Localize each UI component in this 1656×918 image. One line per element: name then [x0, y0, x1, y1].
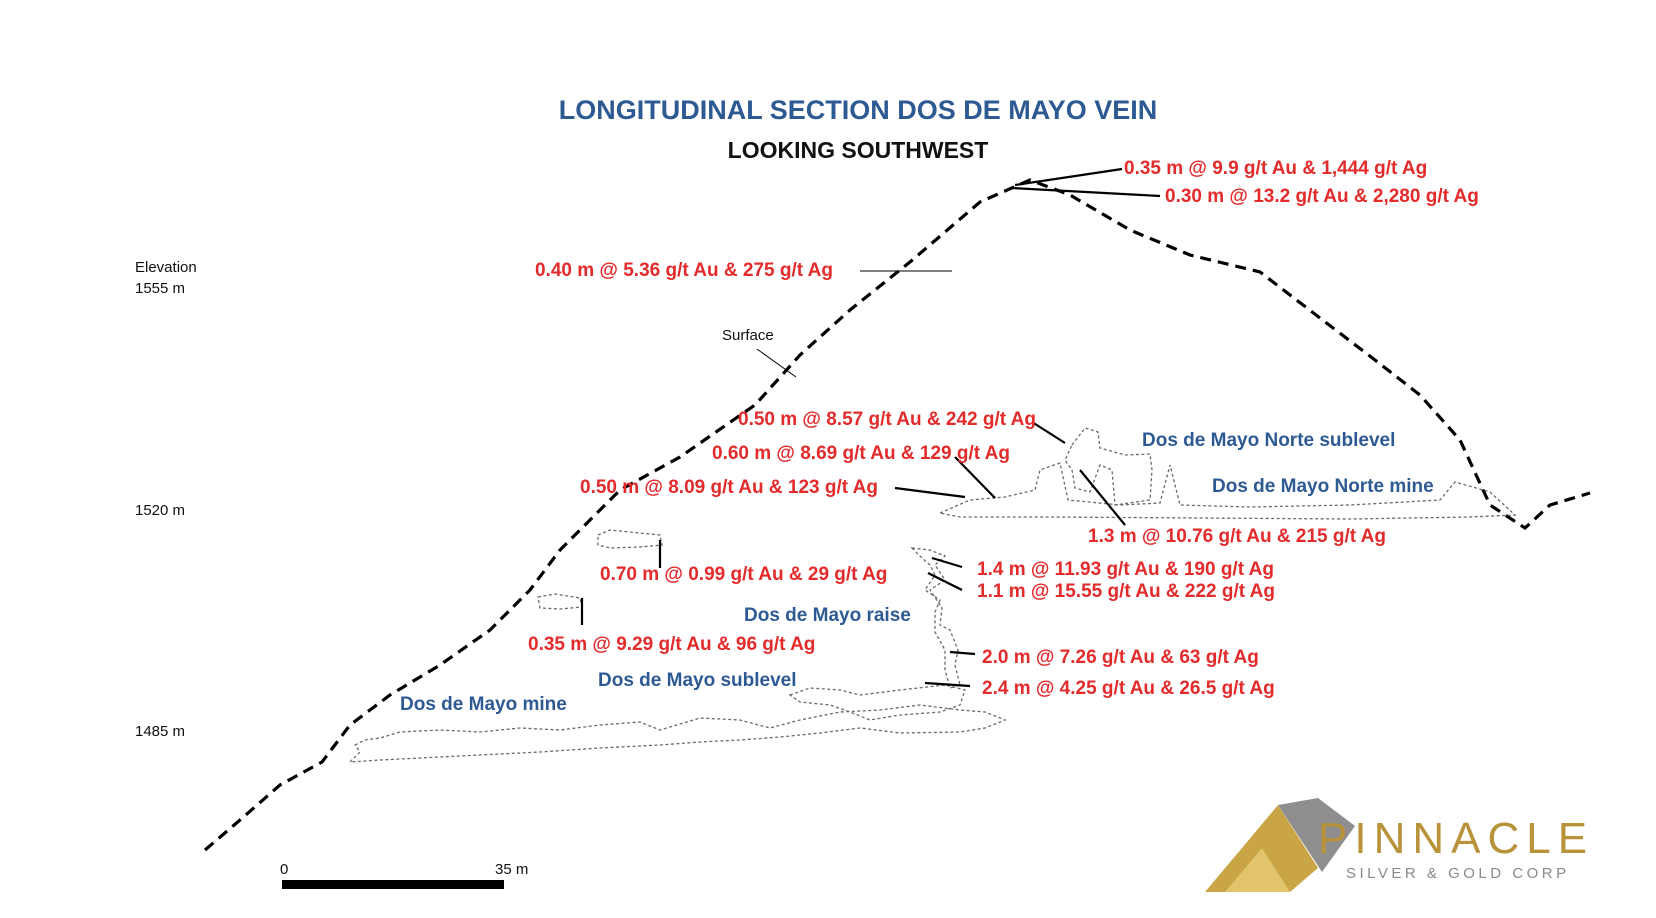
assay-label: 0.35 m @ 9.29 g/t Au & 96 g/t Ag: [528, 634, 815, 655]
diagram-title: LONGITUDINAL SECTION DOS DE MAYO VEIN: [559, 95, 1158, 125]
leader-assay-10: [927, 572, 963, 591]
mine-level-outline: [348, 704, 1007, 763]
sublevel-label: Dos de Mayo sublevel: [598, 670, 797, 691]
assay-leaders: [580, 167, 1161, 688]
norte-mine-outline: [937, 462, 1517, 520]
logo-mountain-highlight: [1225, 848, 1290, 892]
raise-label: Dos de Mayo raise: [744, 605, 911, 626]
raise-outline: [910, 547, 961, 689]
logo-mountain-gold: [1205, 805, 1318, 892]
leader-assay-12: [949, 650, 976, 656]
diagram-subtitle: LOOKING SOUTHWEST: [728, 137, 989, 163]
assay-label: 2.4 m @ 4.25 g/t Au & 26.5 g/t Ag: [982, 678, 1275, 699]
leader-assay-9: [931, 556, 963, 569]
workings-labels: Dos de Mayo Norte sublevel Dos de Mayo N…: [400, 430, 1434, 715]
elevation-1520: 1520 m: [135, 502, 185, 519]
assay-label: 0.50 m @ 8.57 g/t Au & 242 g/t Ag: [738, 409, 1036, 430]
sublevel-outline: [788, 684, 966, 721]
assay-label: 1.3 m @ 10.76 g/t Au & 215 g/t Ag: [1088, 526, 1386, 547]
scale-bar-end: 35 m: [495, 861, 528, 878]
mine-label: Dos de Mayo mine: [400, 694, 567, 715]
assay-label: 0.40 m @ 5.36 g/t Au & 275 g/t Ag: [535, 260, 833, 281]
leader-assay-6: [894, 486, 966, 499]
surface-label: Surface: [722, 327, 774, 344]
assay-label: 1.4 m @ 11.93 g/t Au & 190 g/t Ag: [977, 559, 1274, 580]
norte-sublevel-outline: [1064, 427, 1153, 506]
elevation-1555: 1555 m: [135, 280, 185, 297]
assay-label: 0.35 m @ 9.9 g/t Au & 1,444 g/t Ag: [1124, 158, 1427, 179]
scale-bar-rect: [282, 880, 504, 889]
leader-assay-2: [1011, 186, 1161, 198]
leader-assay-1: [1014, 167, 1123, 187]
scale-bar: 0 35 m: [280, 861, 528, 889]
assay-labels: 0.35 m @ 9.9 g/t Au & 1,444 g/t Ag 0.30 …: [528, 158, 1479, 699]
assay-label: 0.70 m @ 0.99 g/t Au & 29 g/t Ag: [600, 564, 887, 585]
surface-leader: [756, 348, 797, 378]
elevation-1485: 1485 m: [135, 723, 185, 740]
norte-mine-label: Dos de Mayo Norte mine: [1212, 476, 1434, 497]
norte-sublevel-label: Dos de Mayo Norte sublevel: [1142, 430, 1395, 451]
logo-mountain-gray: [1278, 798, 1355, 872]
assay-label: 2.0 m @ 7.26 g/t Au & 63 g/t Ag: [982, 647, 1259, 668]
assay-label: 0.50 m @ 8.09 g/t Au & 123 g/t Ag: [580, 477, 878, 498]
elevation-header: Elevation: [135, 259, 197, 276]
leader-assay-13: [924, 681, 971, 688]
logo-tagline: SILVER & GOLD CORP: [1346, 865, 1570, 882]
surface-profile: [203, 178, 1591, 852]
assay-label: 1.1 m @ 15.55 g/t Au & 222 g/t Ag: [977, 581, 1275, 602]
upper-stub-outline: [597, 529, 663, 549]
assay-label: 0.60 m @ 8.69 g/t Au & 129 g/t Ag: [712, 443, 1010, 464]
leader-assay-4: [1031, 421, 1066, 444]
leader-assay-7: [1079, 469, 1126, 526]
scale-bar-start: 0: [280, 861, 288, 878]
assay-label: 0.30 m @ 13.2 g/t Au & 2,280 g/t Ag: [1165, 186, 1479, 207]
lower-stub-outline: [537, 593, 583, 610]
logo-name: PINNACLE: [1318, 814, 1594, 863]
company-logo: PINNACLE SILVER & GOLD CORP: [1205, 798, 1594, 892]
leader-assay-5: [954, 456, 996, 499]
